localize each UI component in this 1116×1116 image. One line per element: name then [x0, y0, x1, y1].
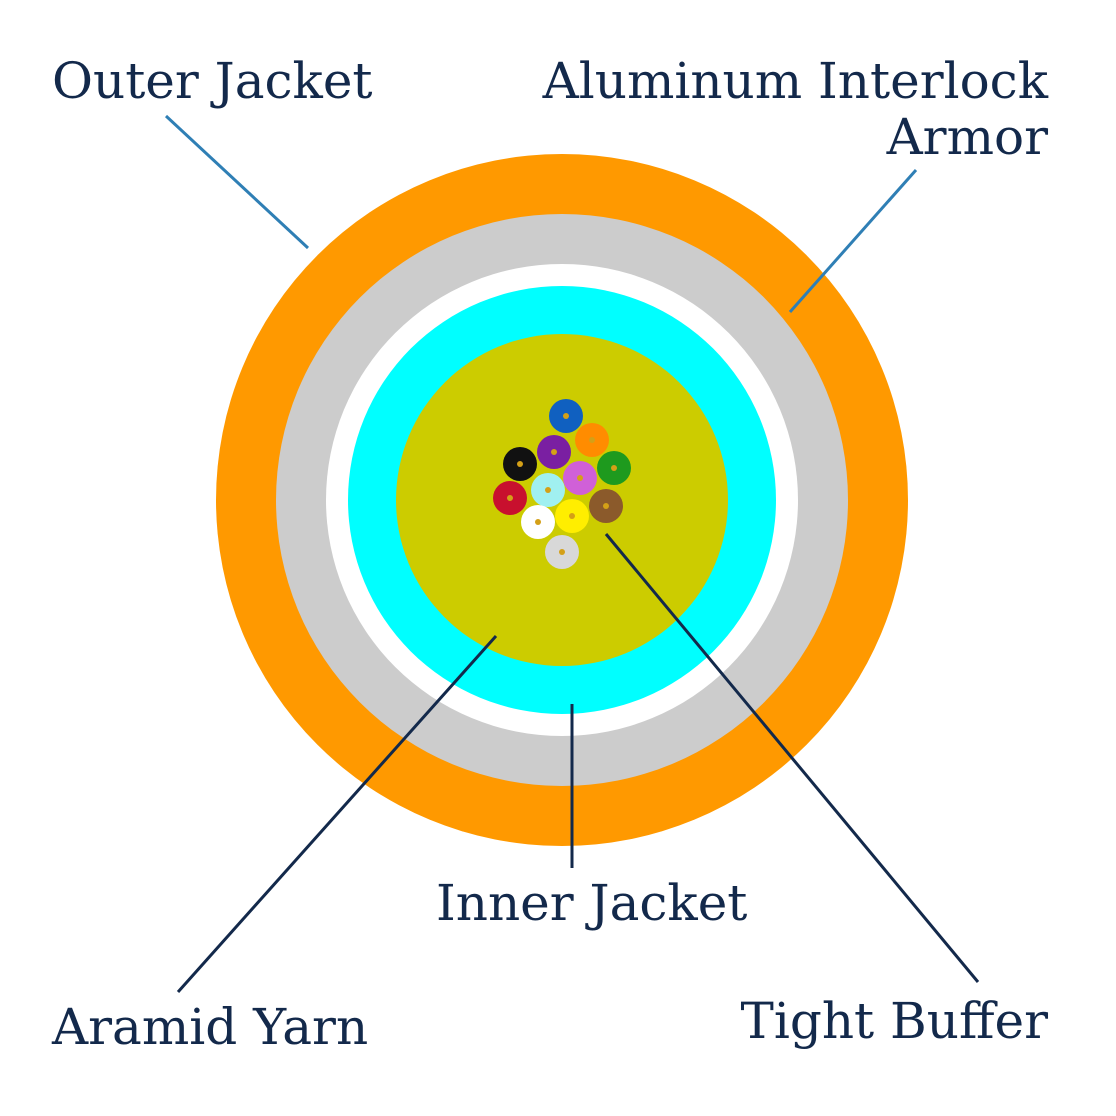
tight-buffer-leader [604, 533, 980, 983]
outer-jacket-leader [164, 114, 310, 250]
fiber-core-dot [507, 495, 513, 501]
aramid-yarn-layer [396, 334, 728, 666]
fiber-core-dot [535, 519, 541, 525]
aramid-yarn-leader [176, 635, 498, 993]
fiber-core-dot [517, 461, 523, 467]
outer-jacket-label: Outer Jacket [52, 52, 373, 110]
tight-buffer-fibers [493, 399, 631, 569]
fiber-core-dot [563, 413, 569, 419]
armor-label-line1: Aluminum Interlock [542, 52, 1048, 110]
fiber-core-dot [551, 449, 557, 455]
fiber-core-dot [559, 549, 565, 555]
fiber-core-dot [611, 465, 617, 471]
tight-buffer-label: Tight Buffer [740, 992, 1049, 1050]
fiber-core-dot [545, 487, 551, 493]
armor-label-line2: Armor [886, 108, 1048, 166]
fiber-core-dot [569, 513, 575, 519]
inner-jacket-label: Inner Jacket [436, 874, 748, 932]
fiber-core-dot [603, 503, 609, 509]
armor-leader [788, 169, 918, 313]
fiber-core-dot [589, 437, 595, 443]
fiber-core-dot [577, 475, 583, 481]
aramid-yarn-label: Aramid Yarn [52, 998, 369, 1056]
